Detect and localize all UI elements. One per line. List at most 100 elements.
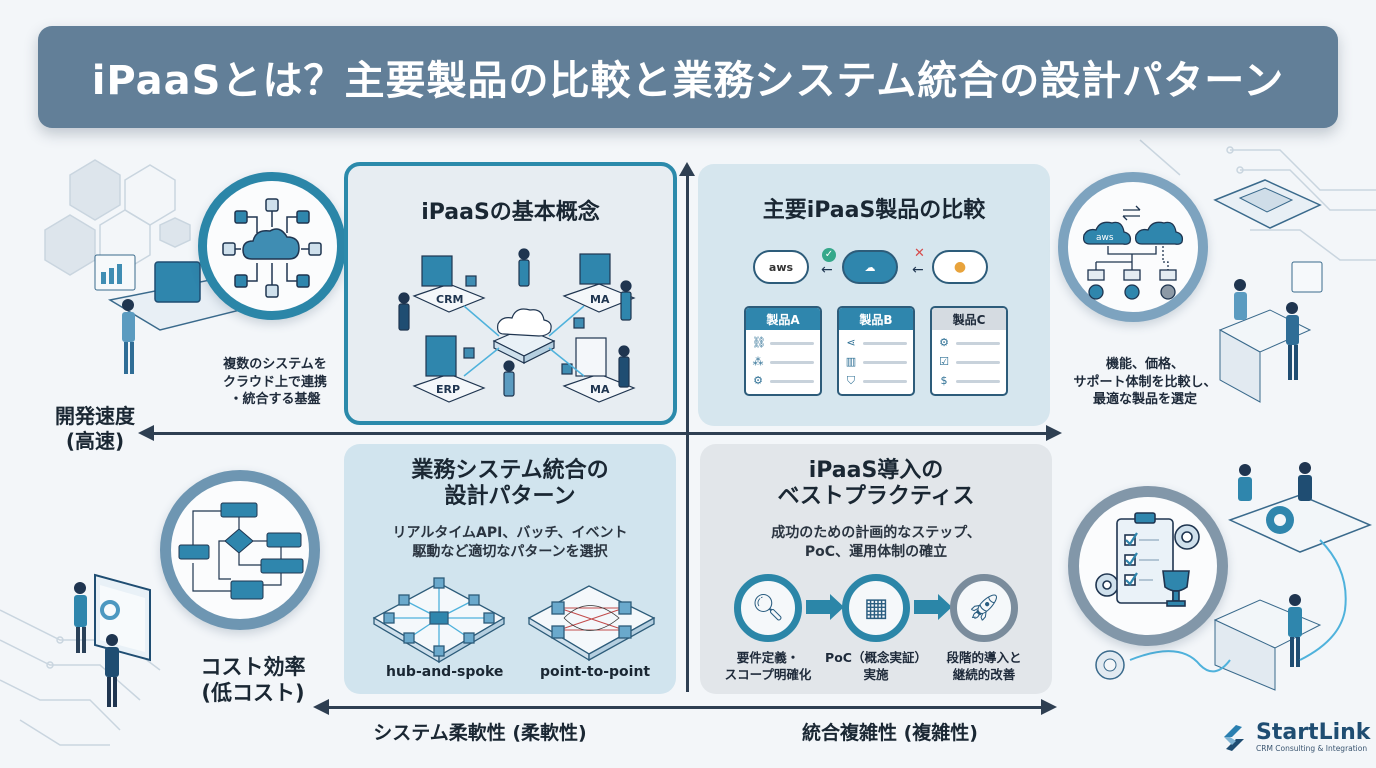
panel-subtitle: 成功のための計画的なステップ、 PoC、運用体制の確立 bbox=[700, 524, 1052, 562]
product-card-b: 製品B ⋖ ▥ ⛉ bbox=[837, 306, 915, 396]
title-line: 業務システム統合の bbox=[411, 458, 609, 483]
cloud-aws: aws bbox=[753, 250, 809, 284]
basic-concept-caption: 複数のシステムを クラウド上で連携 ・統合する基盤 bbox=[200, 356, 350, 409]
check-icon: ✓ bbox=[822, 248, 836, 262]
flowchart-icon bbox=[178, 502, 304, 600]
title-line: ベストプラクティス bbox=[777, 484, 975, 510]
subtitle-line: 駆動など適切なパターンを選択 bbox=[412, 543, 608, 560]
caption-line: PoC（概念実証） bbox=[825, 650, 927, 665]
cloud-hub-icon bbox=[222, 198, 322, 298]
product-card-c: 製品C ⚙ ☑ $ bbox=[930, 306, 1008, 396]
cloud-google: ● bbox=[932, 250, 988, 284]
title-banner: iPaaSとは？主要製品の比較と業務システム統合の設計パターン bbox=[38, 26, 1338, 128]
shield-icon: ⛉ bbox=[846, 374, 856, 387]
panel-title: iPaaSの基本概念 bbox=[421, 200, 600, 225]
magnifier-icon: 🔍︎ bbox=[751, 593, 785, 623]
pattern-diagrams bbox=[372, 577, 656, 664]
cloud-icon: ☁ bbox=[864, 260, 876, 274]
caption-line: 機能、価格、 bbox=[1105, 357, 1184, 372]
axis-label-line: コスト効率 bbox=[200, 655, 306, 679]
google-cloud-icon: ● bbox=[953, 259, 967, 275]
axis-label-dev-speed: 開発速度 (高速) bbox=[40, 404, 150, 454]
puzzle-icon: ▦ bbox=[863, 593, 889, 623]
money-bag-icon: $ bbox=[940, 374, 948, 387]
step-arrow bbox=[914, 594, 952, 620]
pattern-label-point-to-point: point-to-point bbox=[540, 664, 651, 680]
share-icon: ⋖ bbox=[846, 336, 856, 349]
cloud-label: aws bbox=[768, 260, 794, 274]
panel-title: 主要iPaaS製品の比較 bbox=[762, 198, 986, 223]
system-label-erp: ERP bbox=[436, 383, 460, 396]
panel-design-patterns: 業務システム統合の 設計パターン リアルタイムAPI、バッチ、イベント 駆動など… bbox=[344, 444, 676, 694]
step-caption: 要件定義・ スコープ明確化 bbox=[713, 650, 823, 684]
checklist-circle bbox=[1068, 486, 1228, 646]
step-poc: ▦ bbox=[842, 574, 910, 642]
cloud-comparison-icon: aws bbox=[1082, 205, 1184, 300]
panel-title: 業務システム統合の 設計パターン bbox=[344, 458, 676, 511]
step-rollout: 🚀︎ bbox=[950, 574, 1018, 642]
axis-label-line: (高速) bbox=[65, 429, 125, 453]
system-label-ma: MA bbox=[590, 293, 610, 306]
arrow-left-icon: ← bbox=[821, 262, 833, 278]
hub-and-spoke-diagram bbox=[372, 577, 506, 664]
pattern-label-hub-and-spoke: hub-and-spoke bbox=[386, 664, 504, 680]
checklist-trophy-icon bbox=[1095, 512, 1200, 607]
caption-line: 継続的改善 bbox=[952, 666, 1016, 682]
subtitle-line: リアルタイムAPI、バッチ、イベント bbox=[392, 525, 628, 541]
cloud-hub-circle bbox=[198, 172, 346, 320]
caption-line: 段階的導入と bbox=[946, 650, 1022, 665]
network-icon: ⁂ bbox=[752, 355, 764, 368]
link-icon: ⛓ bbox=[752, 336, 766, 349]
logo-name: StartLink bbox=[1256, 720, 1371, 745]
book-icon: ▥ bbox=[845, 355, 857, 368]
system-label-crm: CRM bbox=[436, 293, 464, 306]
cloud-product-b: ☁ bbox=[842, 250, 898, 284]
caption-line: サポート体制を比較し、 bbox=[1073, 374, 1217, 390]
step-arrow bbox=[806, 594, 844, 620]
caption-line: 最適な製品を選定 bbox=[1092, 392, 1197, 408]
product-name: 製品A bbox=[746, 308, 820, 330]
panel-subtitle: リアルタイムAPI、バッチ、イベント 駆動など適切なパターンを選択 bbox=[344, 524, 676, 562]
caption-line: スコープ明確化 bbox=[724, 666, 812, 682]
page-title: iPaaSとは？主要製品の比較と業務システム統合の設計パターン bbox=[91, 58, 1285, 104]
product-comparison-caption: 機能、価格、 サポート体制を比較し、 最適な製品を選定 bbox=[1060, 356, 1230, 409]
system-integration-illustration: CRM MA ERP MA bbox=[398, 248, 636, 403]
step-caption: 段階的導入と 継続的改善 bbox=[929, 650, 1039, 684]
comparison-circle: aws bbox=[1058, 172, 1208, 322]
gear-icon: ⚙ bbox=[753, 374, 763, 387]
checkbox-icon: ☑ bbox=[939, 355, 949, 368]
panel-title: iPaaS導入の ベストプラクティス bbox=[700, 458, 1052, 511]
arrow-left-icon: ← bbox=[912, 262, 924, 278]
point-to-point-diagram bbox=[527, 585, 656, 662]
caption-line: クラウド上で連携 bbox=[222, 374, 327, 390]
axis-label-line: (低コスト) bbox=[201, 681, 305, 706]
logo-tagline: CRM Consulting & Integration bbox=[1256, 744, 1368, 753]
gears-icon: ⚙ bbox=[939, 336, 949, 349]
caption-line: 複数のシステムを bbox=[223, 357, 327, 372]
subtitle-line: 成功のための計画的なステップ、 bbox=[771, 525, 981, 541]
axis-label-complexity: 統合複雑性 (複雑性) bbox=[802, 722, 978, 744]
horizontal-axis-middle bbox=[138, 425, 1062, 441]
step-caption: PoC（概念実証） 実施 bbox=[821, 650, 931, 684]
flowchart-circle bbox=[160, 470, 320, 630]
title-line: 設計パターン bbox=[444, 484, 576, 510]
axis-label-flexibility: システム柔軟性 (柔軟性) bbox=[373, 722, 587, 744]
product-name: 製品C bbox=[932, 308, 1006, 330]
horizontal-axis-bottom bbox=[313, 699, 1057, 715]
caption-line: ・統合する基盤 bbox=[229, 392, 321, 408]
axis-label-cost-efficiency: コスト効率 (低コスト) bbox=[188, 654, 318, 707]
step-requirements: 🔍︎ bbox=[734, 574, 802, 642]
rocket-icon: 🚀︎ bbox=[967, 593, 1001, 623]
aws-label: aws bbox=[1096, 233, 1114, 243]
subtitle-line: PoC、運用体制の確立 bbox=[804, 543, 948, 560]
startlink-logo: StartLink CRM Consulting & Integration bbox=[1218, 722, 1370, 753]
cross-icon: ✕ bbox=[914, 246, 925, 261]
product-card-a: 製品A ⛓ ⁂ ⚙ bbox=[744, 306, 822, 396]
panel-best-practices: iPaaS導入の ベストプラクティス 成功のための計画的なステップ、 PoC、運… bbox=[700, 444, 1052, 694]
caption-line: 要件定義・ bbox=[736, 650, 800, 665]
axis-label-line: 開発速度 bbox=[55, 404, 135, 428]
caption-line: 実施 bbox=[863, 666, 889, 682]
panel-basic-concept: iPaaSの基本概念 CRM MA ERP bbox=[344, 162, 677, 425]
product-name: 製品B bbox=[839, 308, 913, 330]
system-label-ma-2: MA bbox=[590, 383, 610, 396]
